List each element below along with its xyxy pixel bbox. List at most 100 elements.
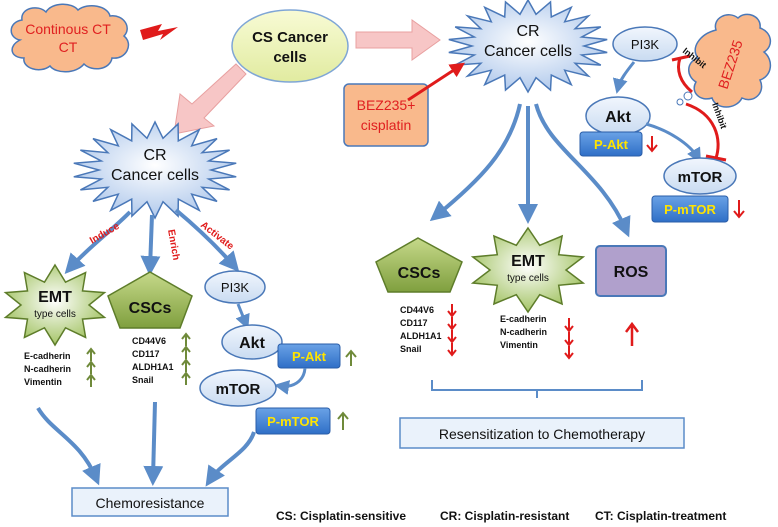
- p-akt-left-up-arrow: [345, 349, 357, 366]
- p-mtor-right-label: P-mTOR: [664, 202, 716, 217]
- inhibit-line-mtor: [685, 102, 720, 159]
- cs-cancer-cells-oval: CS Cancer cells: [231, 9, 349, 83]
- legend-ct: CT: Cisplatin-treatment: [595, 509, 726, 523]
- continous-ct-label-1: Continous CT: [25, 21, 111, 37]
- p-mtor-right-down-arrow: [733, 200, 745, 219]
- cscs-right-label: CSCs: [398, 265, 441, 282]
- arrow-activate: [174, 208, 240, 273]
- emt-left-up-arrows: [86, 347, 96, 387]
- pi3k-oval-left: PI3K: [204, 270, 266, 304]
- emt-left-sub: type cells: [34, 309, 76, 320]
- cr-cancer-cells-star-right: CR Cancer cells: [448, 0, 608, 94]
- emt-star-left: EMT type cells: [3, 263, 107, 347]
- csc-right-marker-1: CD44V6: [400, 305, 434, 315]
- emt-left-marker-2: N-cadherin: [24, 364, 71, 374]
- legend-cs: CS: Cisplatin-sensitive: [276, 509, 406, 523]
- ros-box: ROS: [595, 245, 667, 297]
- ros-label: ROS: [614, 264, 649, 281]
- chemoresistance-label: Chemoresistance: [96, 495, 205, 511]
- cscs-pentagon-left: CSCs: [107, 271, 193, 329]
- csc-right-marker-4: Snail: [400, 344, 422, 354]
- csc-right-marker-3: ALDH1A1: [400, 331, 442, 341]
- p-akt-right-down-arrow: [646, 136, 658, 153]
- emt-right-sub: type cells: [507, 273, 549, 284]
- p-mtor-left-label: P-mTOR: [267, 414, 319, 429]
- arrow-emt-chemo: [36, 406, 101, 486]
- continous-ct-cloud: Continous CT CT: [10, 3, 130, 73]
- csc-right-marker-2: CD117: [400, 318, 428, 328]
- arrow-csc-chemo: [143, 401, 164, 486]
- p-mtor-box-left: P-mTOR: [255, 407, 331, 435]
- cr-left-line1: CR: [143, 147, 166, 164]
- mtor-oval-right: mTOR: [663, 157, 737, 195]
- akt-right-label: Akt: [605, 109, 631, 126]
- cs-cancer-cells-line1: CS Cancer: [252, 29, 328, 46]
- csc-left-marker-2: CD117: [132, 349, 160, 359]
- cs-cancer-cells-line2: cells: [273, 49, 306, 66]
- emt-star-right: EMT type cells: [470, 226, 586, 314]
- cr-left-line2: Cancer cells: [111, 167, 199, 184]
- cscs-pentagon-right: CSCs: [375, 237, 463, 293]
- emt-right-marker-3: Vimentin: [500, 340, 538, 350]
- label-enrich: Enrich: [165, 229, 181, 262]
- arrow-pi3k-akt-left: [235, 303, 250, 330]
- mtor-right-label: mTOR: [678, 169, 723, 186]
- csc-left-marker-3: ALDH1A1: [132, 362, 174, 372]
- inhibit-bar-pi3k: [671, 54, 691, 62]
- ros-up-arrow: [625, 321, 639, 346]
- csc-left-marker-1: CD44V6: [132, 336, 166, 346]
- arrow-akt-mtor-left: [274, 367, 307, 395]
- csc-left-marker-4: Snail: [132, 375, 154, 385]
- legend-cr: CR: Cisplatin-resistant: [440, 509, 569, 523]
- akt-oval-right: Akt: [585, 96, 651, 136]
- arrow-mtor-chemo: [205, 431, 256, 487]
- resensitization-box: Resensitization to Chemotherapy: [399, 417, 685, 449]
- akt-oval-left: Akt: [221, 324, 283, 360]
- p-mtor-left-up-arrow: [337, 411, 349, 430]
- cr-right-line1: CR: [516, 23, 539, 40]
- inhibit-bar-mtor: [705, 154, 727, 162]
- pi3k-right-label: PI3K: [631, 37, 660, 52]
- emt-right-marker-1: E-cadherin: [500, 314, 547, 324]
- bracket: [431, 380, 643, 398]
- pink-arrow-down-left: [173, 63, 247, 135]
- akt-left-label: Akt: [239, 335, 265, 352]
- chemoresistance-box: Chemoresistance: [71, 487, 229, 517]
- emt-right-down-arrows: [564, 318, 574, 360]
- continous-ct-label-2: CT: [59, 39, 78, 55]
- arrow-enrich: [140, 214, 161, 276]
- resensitization-label: Resensitization to Chemotherapy: [439, 426, 645, 442]
- p-akt-box-left: P-Akt: [277, 343, 341, 369]
- cscs-left-label: CSCs: [129, 300, 172, 317]
- emt-left-marker-1: E-cadherin: [24, 351, 71, 361]
- emt-left-title: EMT: [38, 289, 72, 306]
- label-induce: Induce: [88, 221, 122, 247]
- p-mtor-box-right: P-mTOR: [651, 195, 729, 223]
- csc-right-down-arrows: [447, 304, 457, 357]
- pink-arrow-right: [355, 19, 441, 61]
- bez235-cloud: BEZ235: [676, 13, 772, 108]
- p-akt-left-label: P-Akt: [292, 349, 327, 364]
- arrow-akt-mtor-right: [645, 122, 701, 164]
- p-akt-box-right: P-Akt: [579, 131, 643, 157]
- csc-left-up-arrows: [181, 332, 191, 385]
- emt-right-title: EMT: [511, 253, 545, 270]
- emt-right-marker-2: N-cadherin: [500, 327, 547, 337]
- p-akt-right-label: P-Akt: [594, 137, 629, 152]
- bez-cis-line1: BEZ235+: [357, 97, 416, 113]
- cr-cancer-cells-star-left: CR Cancer cells: [73, 120, 237, 220]
- arrow-cr-to-ros-right: [534, 103, 631, 238]
- pi3k-oval-right: PI3K: [612, 26, 678, 62]
- emt-left-marker-3: Vimentin: [24, 377, 62, 387]
- mtor-oval-left: mTOR: [199, 369, 277, 407]
- pi3k-left-label: PI3K: [221, 280, 250, 295]
- bez235-cisplatin-box: BEZ235+ cisplatin: [343, 83, 429, 147]
- cr-right-line2: Cancer cells: [484, 43, 572, 60]
- mtor-left-label: mTOR: [216, 381, 261, 398]
- arrow-induce: [64, 210, 132, 274]
- arrow-pi3k-akt-right: [612, 61, 636, 94]
- arrow-cr-to-cscs-right: [429, 103, 522, 222]
- bez-cis-line2: cisplatin: [361, 117, 412, 133]
- lightning-icon: [140, 24, 178, 40]
